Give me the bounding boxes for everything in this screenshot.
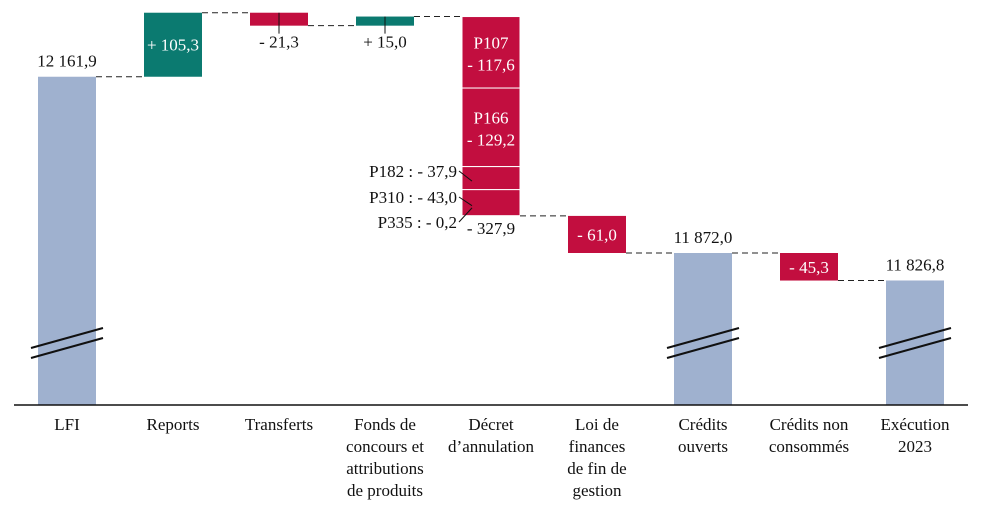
bar-value-label: - 45,3 — [789, 258, 829, 277]
category-label: Fonds de — [354, 415, 416, 434]
segment-value-label: - 129,2 — [467, 130, 515, 149]
category-label: de produits — [347, 481, 423, 500]
bar-value-label: - 327,9 — [467, 219, 515, 238]
callout-leader-line — [458, 170, 473, 182]
category-label: 2023 — [898, 437, 932, 456]
axis-break-mark — [878, 327, 952, 349]
category-label: LFI — [54, 415, 80, 434]
category-label: finances — [569, 437, 626, 456]
category-label: attributions — [346, 459, 423, 478]
category-label: Exécution — [881, 415, 950, 434]
segment-value-label: - 117,6 — [467, 55, 515, 74]
callout-leader-line — [458, 196, 473, 207]
segment-callout-label: P182 : - 37,9 — [369, 162, 457, 181]
category-label: consommés — [769, 437, 849, 456]
category-label: ouverts — [678, 437, 728, 456]
category-label: d’annulation — [448, 437, 534, 456]
category-label: Loi de — [575, 415, 619, 434]
category-label: Reports — [147, 415, 200, 434]
category-label: de fin de — [567, 459, 626, 478]
bar-total — [38, 76, 96, 406]
category-label: gestion — [572, 481, 622, 500]
bar-value-label: + 15,0 — [363, 33, 407, 52]
bar-decrease — [780, 253, 838, 281]
category-label: Transferts — [245, 415, 313, 434]
axis-break-mark — [30, 337, 104, 359]
segment-label: P107 — [474, 33, 509, 52]
bar-value-label: - 21,3 — [259, 33, 299, 52]
axis-break-mark — [666, 337, 740, 359]
segment-callout-label: P310 : - 43,0 — [369, 188, 457, 207]
category-label: Décret — [468, 415, 514, 434]
bar-decrease — [568, 215, 626, 253]
bar-value-label: 11 826,8 — [886, 255, 945, 274]
bar-increase — [144, 12, 202, 77]
bar-value-label: 11 872,0 — [674, 228, 733, 247]
bar-value-label: - 61,0 — [577, 225, 617, 244]
bar-value-label: + 105,3 — [147, 36, 199, 55]
axis-break-mark — [666, 327, 740, 349]
bar-segment-p107 — [461, 16, 521, 89]
bar-total — [674, 253, 732, 405]
category-label: Crédits non — [770, 415, 849, 434]
bar-value-label: 12 161,9 — [37, 52, 97, 71]
category-label: concours et — [346, 437, 424, 456]
callout-leader-line — [458, 207, 473, 223]
segment-label: P166 — [474, 108, 509, 127]
axis-break-mark — [878, 337, 952, 359]
segment-callout-label: P335 : - 0,2 — [378, 213, 457, 232]
bar-segment-p310 — [461, 189, 521, 217]
bar-segment-p335 — [461, 215, 521, 217]
bar-segment-p182 — [461, 166, 521, 191]
axis-break-mark — [30, 327, 104, 349]
category-label: Crédits — [678, 415, 727, 434]
